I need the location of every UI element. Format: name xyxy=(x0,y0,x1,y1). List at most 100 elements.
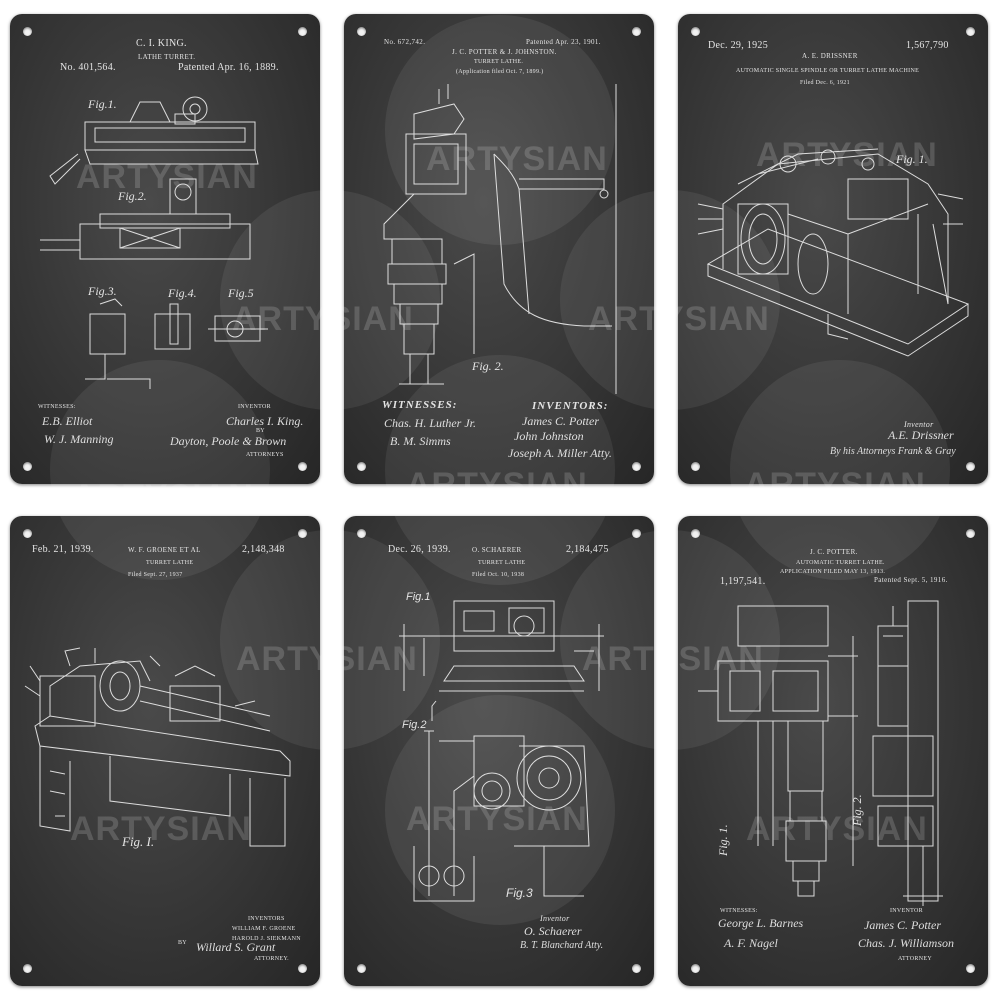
patent-title: AUTOMATIC SINGLE SPINDLE OR TURRET LATHE… xyxy=(736,68,920,74)
mount-hole xyxy=(23,462,32,471)
inventor-signature: A.E. Drissner xyxy=(888,428,954,442)
patent-number: 2,148,348 xyxy=(242,544,285,555)
inventor-header: O. SCHAERER xyxy=(472,546,522,554)
inventor-signature: James C. Potter xyxy=(864,918,941,932)
patent-drawing xyxy=(697,148,970,357)
sign-drissner-automatic-lathe: Dec. 29, 1925 A. E. DRISSNER 1,567,790 A… xyxy=(678,14,988,484)
fig-label: Fig.1. xyxy=(88,97,117,111)
attorney-signature: Joseph A. Miller Atty. xyxy=(508,446,612,460)
inventor-label: INVENTOR xyxy=(890,908,923,914)
inventor-header: J. C. POTTER & J. JOHNSTON. xyxy=(452,48,557,56)
inventor-label: INVENTOR xyxy=(238,404,271,410)
inventor-header: J. C. POTTER. xyxy=(810,548,858,556)
witness-signature: George L. Barnes xyxy=(718,916,804,930)
mount-hole xyxy=(966,964,975,973)
attorneys-label: ATTORNEYS xyxy=(246,452,284,458)
attorney-signature: Chas. J. Williamson xyxy=(858,936,955,950)
patent-title: AUTOMATIC TURRET LATHE. xyxy=(796,560,885,566)
fig-label: Fig. 1. xyxy=(896,152,928,166)
fig-label: Fig.3. xyxy=(88,284,117,298)
witness-signature: B. M. Simms xyxy=(390,434,451,448)
patent-number: No. 672,742. xyxy=(384,38,426,46)
fig-label: Fig. 2. xyxy=(472,359,504,373)
mount-hole xyxy=(298,462,307,471)
patent-drawing xyxy=(40,96,268,389)
by-label: BY xyxy=(178,940,187,946)
sign-king-lathe-turret: C. I. KING. LATHE TURRET. No. 401,564. P… xyxy=(10,14,320,484)
witnesses-label: WITNESSES: xyxy=(38,404,76,410)
attorney-label: ATTORNEY xyxy=(898,956,932,962)
attorney-label: ATTORNEY. xyxy=(254,956,289,962)
fig-label: Fig.2 xyxy=(402,719,427,731)
inventor-header: A. E. DRISSNER xyxy=(802,52,858,60)
patent-title: TURRET LATHE xyxy=(478,560,526,566)
patent-title: TURRET LATHE. xyxy=(474,59,524,65)
patent-drawing xyxy=(698,600,943,906)
mount-hole xyxy=(632,529,641,538)
sign-potter-automatic-turret-lathe: J. C. POTTER. AUTOMATIC TURRET LATHE. AP… xyxy=(678,516,988,986)
application-filed: (Application filed Oct. 7, 1899.) xyxy=(456,69,544,75)
fig-label: Fig.1 xyxy=(406,591,431,603)
sign-potter-johnston-turret-lathe: No. 672,742. J. C. POTTER & J. JOHNSTON.… xyxy=(344,14,654,484)
mount-hole xyxy=(966,529,975,538)
attorney-signature: B. T. Blanchard Atty. xyxy=(520,940,604,951)
inventors-label: INVENTORS: xyxy=(532,400,609,412)
mount-hole xyxy=(23,964,32,973)
fig-label: Fig.4. xyxy=(168,286,197,300)
witness-signature: A. F. Nagel xyxy=(724,936,778,950)
patent-drawing xyxy=(383,84,617,394)
patent-title: LATHE TURRET. xyxy=(138,53,196,61)
mount-hole xyxy=(691,462,700,471)
inventor-signature: James C. Potter xyxy=(522,414,599,428)
patent-drawing xyxy=(399,600,604,902)
patent-number: No. 401,564. xyxy=(60,62,116,73)
by-label: BY xyxy=(256,428,265,434)
patent-date: Patented Apr. 23, 1901. xyxy=(526,38,601,46)
patent-date: Dec. 26, 1939. xyxy=(388,544,451,555)
patent-number: 1,567,790 xyxy=(906,40,949,51)
fig-label: Fig. I. xyxy=(122,834,155,849)
filed-date: Filed Dec. 6, 1921 xyxy=(800,80,850,86)
patent-title: TURRET LATHE xyxy=(146,560,194,566)
sign-groene-turret-lathe: Feb. 21, 1939. W. F. GROENE ET AL 2,148,… xyxy=(10,516,320,986)
inventor-header: C. I. KING. xyxy=(136,38,187,49)
mount-hole xyxy=(691,964,700,973)
patent-number: 2,184,475 xyxy=(566,544,609,555)
mount-hole xyxy=(691,529,700,538)
mount-hole xyxy=(966,462,975,471)
mount-hole xyxy=(691,27,700,36)
attorney-signature: Dayton, Poole & Brown xyxy=(170,434,287,448)
sign-schaerer-turret-lathe: Dec. 26, 1939. O. SCHAERER 2,184,475 TUR… xyxy=(344,516,654,986)
patent-date: Patented Sept. 5, 1916. xyxy=(874,576,948,584)
patent-drawing xyxy=(24,647,291,847)
inventor-name: WILLIAM F. GROENE xyxy=(232,926,296,932)
mount-hole xyxy=(298,27,307,36)
mount-hole xyxy=(966,27,975,36)
mount-hole xyxy=(298,964,307,973)
mount-hole xyxy=(632,27,641,36)
filed-date: Filed Oct. 10, 1938 xyxy=(472,572,525,578)
witness-signature: W. J. Manning xyxy=(44,432,114,446)
patent-date: Dec. 29, 1925 xyxy=(708,40,768,51)
mount-hole xyxy=(632,462,641,471)
patent-date: Patented Apr. 16, 1889. xyxy=(178,62,279,73)
filed-date: Filed Sept. 27, 1937 xyxy=(128,572,183,578)
attorney-signature: By his Attorneys Frank & Gray xyxy=(830,446,956,457)
attorney-signature: Willard S. Grant xyxy=(196,940,276,954)
witnesses-label: WITNESSES: xyxy=(382,399,458,411)
inventor-header: W. F. GROENE ET AL xyxy=(128,546,201,554)
mount-hole xyxy=(23,27,32,36)
mount-hole xyxy=(23,529,32,538)
inventor-label: Inventor xyxy=(904,420,934,429)
mount-hole xyxy=(298,529,307,538)
mount-hole xyxy=(357,964,366,973)
fig-label: Fig.2. xyxy=(118,189,147,203)
inventor-signature: John Johnston xyxy=(514,429,584,443)
application-filed: APPLICATION FILED MAY 13, 1913. xyxy=(780,569,886,575)
inventors-label: INVENTORS xyxy=(248,916,285,922)
inventor-label: Inventor xyxy=(540,914,570,923)
mount-hole xyxy=(357,529,366,538)
mount-hole xyxy=(357,462,366,471)
witnesses-label: WITNESSES: xyxy=(720,908,758,914)
inventor-name: HAROLD J. SIEKMANN xyxy=(232,936,301,942)
